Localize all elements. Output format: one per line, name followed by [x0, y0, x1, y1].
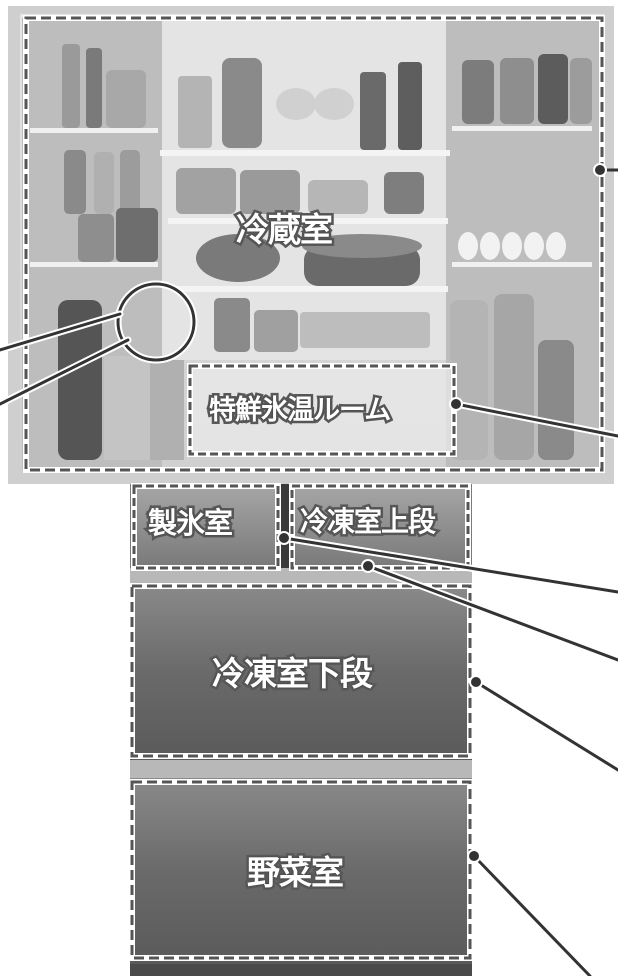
glass: [314, 88, 354, 120]
carton: [104, 356, 152, 460]
bottle: [398, 62, 422, 150]
can: [178, 76, 212, 148]
jar: [116, 208, 158, 262]
vegetable-room-label: 野菜室: [245, 851, 347, 895]
carton: [150, 360, 184, 460]
freezer-upper-dot: [361, 559, 375, 573]
bottle: [494, 294, 534, 460]
vegetable-drawer: [130, 778, 472, 964]
container: [254, 310, 298, 352]
tray: [300, 312, 430, 348]
drawer-gap: [130, 760, 472, 778]
container: [240, 170, 300, 214]
bottle: [120, 150, 140, 214]
jar: [538, 54, 568, 124]
bottle: [360, 72, 386, 150]
egg: [458, 232, 478, 260]
refrigerator-label: 冷蔵室: [234, 208, 336, 252]
bottle: [222, 58, 262, 148]
egg: [524, 232, 544, 260]
ice-room-drawer: [132, 486, 280, 566]
glass: [276, 88, 316, 120]
callout-circle: [114, 280, 198, 364]
egg: [480, 232, 500, 260]
compartment-outlines: [23, 15, 605, 961]
lower-drawers: [130, 484, 472, 976]
anchor-dots: [277, 163, 607, 863]
egg: [546, 232, 566, 260]
ice-room-dot: [277, 531, 291, 545]
bottle: [62, 44, 80, 128]
salad-bowl: [196, 234, 280, 282]
special-room-panel: [192, 366, 454, 454]
container: [214, 298, 250, 352]
freezer-lower-label: 冷凍室下段: [210, 652, 376, 696]
jar: [78, 214, 114, 262]
freezer-upper-label: 冷凍室上段: [297, 503, 438, 541]
base-plinth: [130, 964, 472, 976]
bottle: [450, 300, 488, 460]
bottle: [538, 340, 574, 460]
special-room-dot: [449, 397, 463, 411]
bottle: [58, 300, 102, 460]
ice-room-label: 製氷室: [145, 504, 235, 543]
jar: [384, 172, 424, 214]
egg: [502, 232, 522, 260]
special-chilled-room-label: 特鮮氷温ルーム: [206, 393, 393, 429]
pot-lid: [302, 234, 422, 258]
jar: [106, 70, 146, 128]
leader-lines: [0, 168, 618, 976]
bottle: [64, 150, 86, 214]
drawer-divider: [281, 484, 289, 568]
bottle: [94, 152, 114, 214]
freezer-lower-dot: [469, 675, 483, 689]
container: [176, 168, 236, 214]
container: [308, 180, 368, 214]
interior-shelves: [30, 126, 592, 292]
food-items: [58, 44, 592, 460]
freezer-lower-drawer: [130, 584, 472, 760]
jar: [462, 60, 494, 124]
jar: [570, 58, 592, 124]
vegetable-dot: [467, 849, 481, 863]
refrigerator-dot: [593, 163, 607, 177]
bottle: [86, 48, 102, 128]
jar: [500, 58, 534, 124]
